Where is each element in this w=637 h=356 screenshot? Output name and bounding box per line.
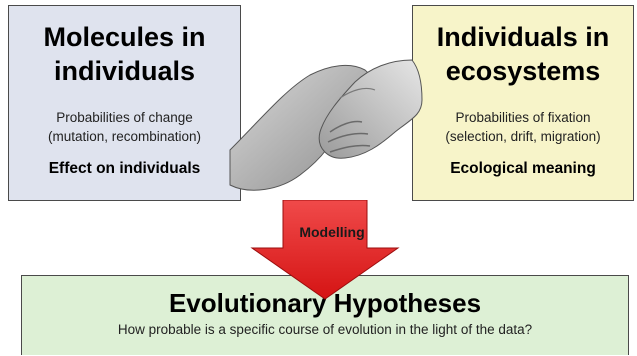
ecosystems-description: Probabilities of fixation (selection, dr… bbox=[413, 108, 633, 146]
ecosystems-desc-line2: (selection, drift, migration) bbox=[445, 129, 601, 144]
molecules-title-line2: individuals bbox=[53, 56, 196, 86]
ecosystems-meaning-label: Ecological meaning bbox=[450, 160, 596, 177]
right-hand bbox=[318, 59, 423, 159]
ecosystems-title-line2: ecosystems bbox=[445, 56, 601, 86]
molecules-description: Probabilities of change (mutation, recom… bbox=[9, 108, 240, 146]
ecosystems-title-line1: Individuals in bbox=[436, 22, 610, 52]
molecules-effect-label: Effect on individuals bbox=[48, 160, 201, 177]
modelling-label: Modelling bbox=[299, 224, 365, 240]
molecules-title-line1: Molecules in bbox=[43, 22, 206, 52]
modelling-arrow bbox=[250, 200, 400, 300]
ecosystems-desc-line1: Probabilities of fixation bbox=[455, 110, 591, 125]
molecules-box: Molecules in individuals Probabilities o… bbox=[8, 5, 241, 201]
molecules-desc-line2: (mutation, recombination) bbox=[47, 129, 202, 144]
ecosystems-box: Individuals in ecosystems Probabilities … bbox=[412, 5, 634, 201]
handshake-icon bbox=[229, 59, 423, 191]
hypotheses-question: How probable is a specific course of evo… bbox=[117, 322, 533, 337]
molecules-title: Molecules in individuals bbox=[9, 20, 240, 88]
ecosystems-title: Individuals in ecosystems bbox=[413, 20, 633, 88]
molecules-desc-line1: Probabilities of change bbox=[56, 110, 193, 125]
